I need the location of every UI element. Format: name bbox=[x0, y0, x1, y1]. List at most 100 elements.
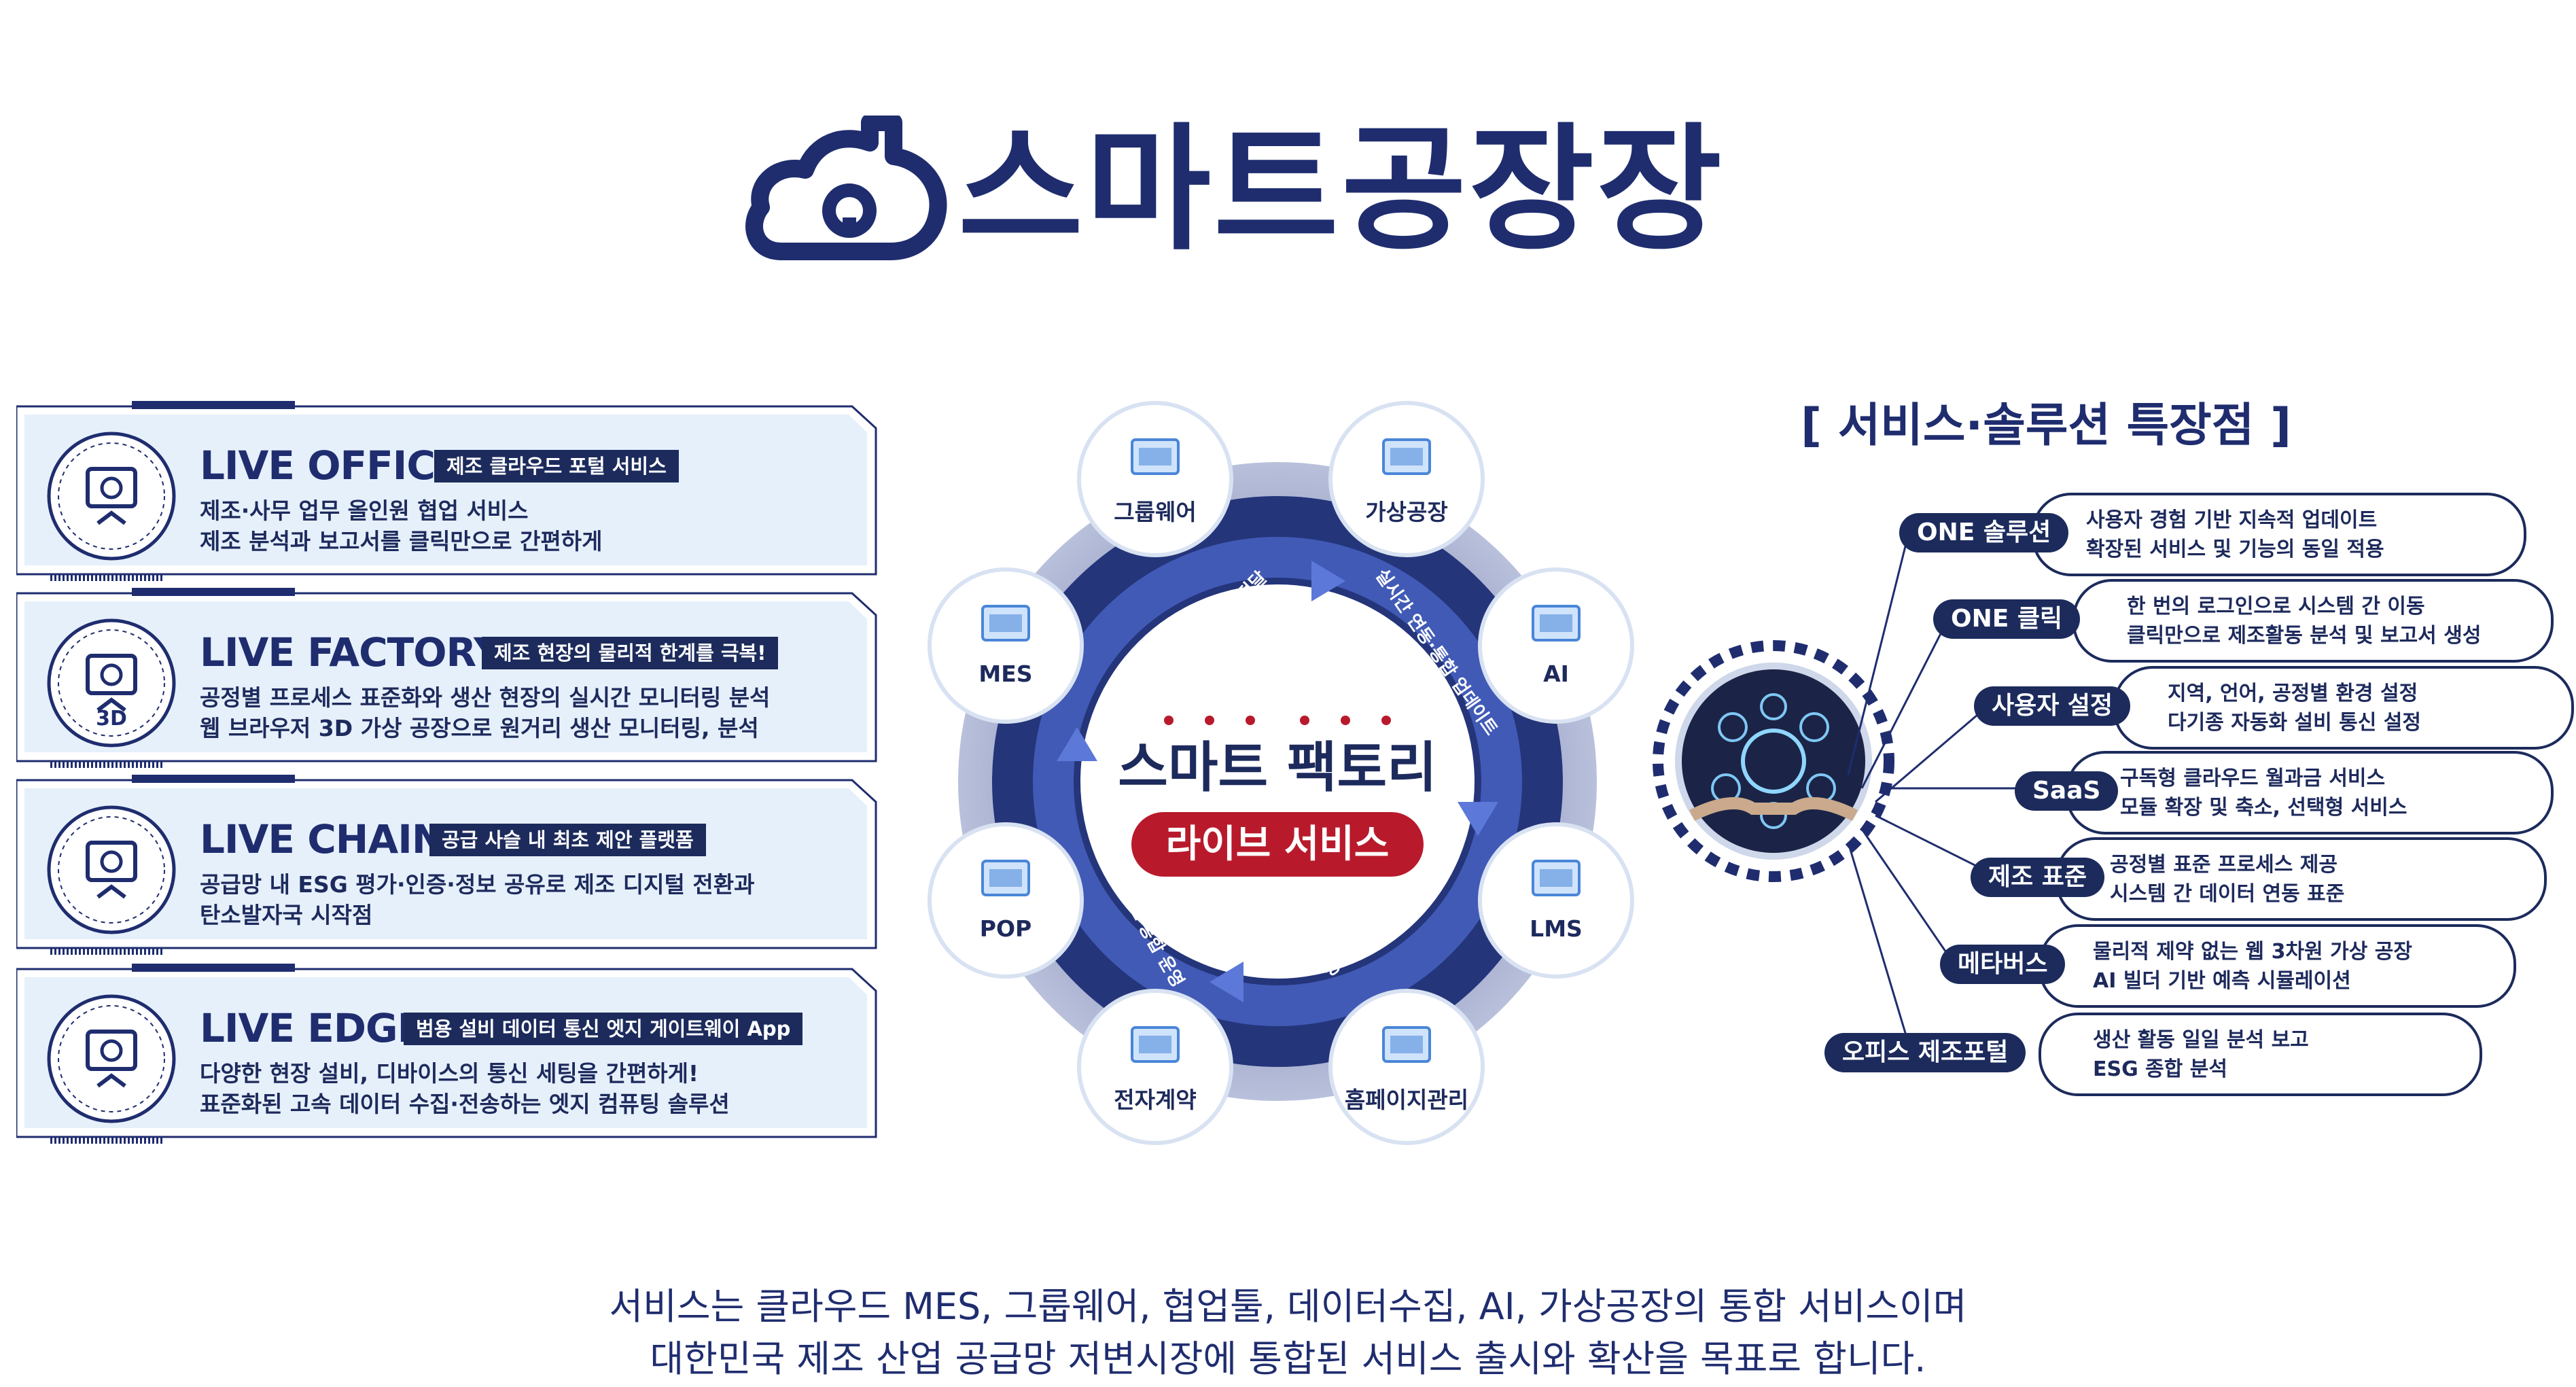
arrow-head bbox=[1057, 727, 1097, 761]
panel-desc-1: 공급망 내 ESG 평가·인증·정보 공유로 제조 디지털 전환과 bbox=[200, 871, 755, 898]
summary-line-2: 대한민국 제조 산업 공급망 저변시장에 통합된 서비스 출시와 확산을 목표로… bbox=[650, 1337, 1926, 1380]
bar-chart-icon bbox=[978, 599, 1033, 647]
ai-head-icon bbox=[1529, 599, 1583, 647]
node-circle bbox=[1478, 567, 1634, 724]
panel-tag: 제조 클라우드 포털 서비스 bbox=[434, 450, 679, 482]
feature-line-1: 사용자 경험 기반 지속적 업데이트 bbox=[2086, 508, 2378, 532]
node-label: AI bbox=[1543, 661, 1569, 687]
satellite-node[interactable]: AI bbox=[1476, 565, 1636, 726]
panel-live-chain[interactable]: LIVE CHAIN 공급 사슬 내 최초 제안 플랫폼 공급망 내 ESG 평… bbox=[16, 775, 879, 955]
feature-pill: SaaS bbox=[2015, 771, 2119, 811]
document-icon bbox=[1128, 1021, 1182, 1068]
node-circle bbox=[1328, 401, 1485, 557]
feature-line-1: 공정별 표준 프로세스 제공 bbox=[2110, 853, 2337, 877]
feature-box bbox=[2055, 837, 2547, 921]
panel-tag: 제조 현장의 물리적 한계를 극복! bbox=[482, 637, 779, 669]
feature-box bbox=[2039, 1013, 2482, 1096]
feature-pill: 메타버스 bbox=[1940, 945, 2066, 984]
node-circle bbox=[1077, 401, 1233, 557]
web-monitor-icon bbox=[1379, 1021, 1434, 1068]
node-label: 전자계약 bbox=[1114, 1087, 1197, 1113]
panel-desc-1: 제조·사무 업무 올인원 협업 서비스 bbox=[200, 497, 529, 524]
feature-line-2: AI 빌더 기반 예측 시뮬레이션 bbox=[2093, 969, 2351, 993]
node-label: 가상공장 bbox=[1365, 499, 1448, 525]
feature-pill: ONE 클릭 bbox=[1933, 599, 2081, 639]
satellite-node[interactable]: 전자계약 bbox=[1075, 987, 1235, 1147]
arrow-head bbox=[1311, 561, 1345, 601]
org-network-icon bbox=[43, 802, 179, 938]
satellite-node[interactable]: POP bbox=[925, 820, 1086, 981]
feature-line-1: 생산 활동 일일 분석 보고 bbox=[2093, 1028, 2309, 1052]
panel-live-factory[interactable]: 3D LIVE FACTORY 제조 현장의 물리적 한계를 극복! 공정별 프… bbox=[16, 588, 879, 768]
feature-line-1: 지역, 언어, 공정별 환경 설정 bbox=[2168, 682, 2418, 705]
feature-box bbox=[2113, 666, 2574, 750]
panel-frame bbox=[16, 964, 877, 1144]
features-title: [ 서비스·솔루션 특장점 ] bbox=[1801, 399, 2292, 453]
hand-tech-image bbox=[1651, 639, 1896, 883]
node-label: LMS bbox=[1530, 915, 1583, 942]
feature-line-2: 다기종 자동화 설비 통신 설정 bbox=[2168, 711, 2421, 735]
feature-pill: 사용자 설정 bbox=[1974, 686, 2131, 726]
cloud-gear-3d-icon: 3D bbox=[43, 615, 179, 751]
feature-line-2: 확장된 서비스 및 기능의 동일 적용 bbox=[2086, 538, 2384, 561]
panel-live-edge[interactable]: LIVE EDGE 범용 설비 데이터 통신 엣지 게이트웨이 App 다양한 … bbox=[16, 964, 879, 1144]
panel-title: LIVE CHAIN bbox=[200, 816, 444, 862]
feature-box bbox=[2039, 924, 2516, 1008]
panel-title: LIVE FACTORY bbox=[200, 629, 502, 675]
panel-live-office[interactable]: LIVE OFFICE 제조 클라우드 포털 서비스 제조·사무 업무 올인원 … bbox=[16, 401, 879, 581]
feature-line-2: 시스템 간 데이터 연동 표준 bbox=[2110, 882, 2345, 906]
panel-desc-2: 웹 브라우저 3D 가상 공장으로 원거리 생산 모니터링, 분석 bbox=[200, 715, 759, 741]
chart-window-icon bbox=[1529, 854, 1583, 902]
feature-line-2: ESG 종합 분석 bbox=[2093, 1057, 2228, 1081]
panel-tag: 범용 설비 데이터 통신 엣지 게이트웨이 App bbox=[404, 1013, 803, 1045]
panel-desc-2: 탄소발자국 시작점 bbox=[200, 902, 373, 928]
satellite-node[interactable]: LMS bbox=[1476, 820, 1636, 981]
node-label: POP bbox=[979, 915, 1032, 942]
panel-desc-2: 표준화된 고속 데이터 수집·전송하는 엣지 컴퓨팅 솔루션 bbox=[200, 1091, 730, 1117]
feature-line-1: 구독형 클라우드 월과금 서비스 bbox=[2120, 767, 2386, 790]
panel-desc-2: 제조 분석과 보고서를 클릭만으로 간편하게 bbox=[200, 528, 603, 555]
feature-line-2: 모듈 확장 및 축소, 선택형 서비스 bbox=[2120, 796, 2407, 820]
node-label: 홈페이지관리 bbox=[1344, 1087, 1469, 1113]
satellite-node[interactable]: MES bbox=[925, 565, 1086, 726]
terminal-device-icon bbox=[978, 854, 1033, 902]
arrow-head bbox=[1210, 962, 1243, 1002]
cloud-logo-icon bbox=[745, 116, 947, 260]
feature-pill: ONE 솔루션 bbox=[1899, 513, 2069, 552]
satellite-node[interactable]: 그룹웨어 bbox=[1075, 399, 1235, 559]
feature-line-1: 물리적 제약 없는 웹 3차원 가상 공장 bbox=[2093, 940, 2412, 964]
brand-logo: 스마트공장장 bbox=[741, 109, 1760, 272]
folder-icon bbox=[1128, 433, 1182, 480]
summary-line-1: 서비스는 클라우드 MES, 그룹웨어, 협업툴, 데이터수집, AI, 가상공… bbox=[609, 1285, 1967, 1328]
node-circle bbox=[1328, 989, 1485, 1145]
node-circle bbox=[928, 567, 1084, 724]
satellite-node[interactable]: 홈페이지관리 bbox=[1326, 987, 1487, 1147]
node-circle bbox=[928, 822, 1084, 979]
node-label: 그룹웨어 bbox=[1114, 499, 1197, 525]
feature-line-2: 클릭만으로 제조활동 분석 및 보고서 생성 bbox=[2127, 624, 2482, 648]
center-title: 스마트 팩토리 bbox=[1118, 736, 1437, 799]
node-circle bbox=[1077, 989, 1233, 1145]
panel-title: LIVE OFFICE bbox=[200, 442, 462, 489]
node-circle bbox=[1478, 822, 1634, 979]
feature-box bbox=[2066, 751, 2554, 835]
monitor-camera-icon bbox=[1379, 433, 1434, 480]
feature-line-1: 한 번의 로그인으로 시스템 간 이동 bbox=[2127, 595, 2425, 618]
panel-title: LIVE EDGE bbox=[200, 1005, 424, 1051]
node-label: MES bbox=[978, 661, 1033, 687]
center-subtitle-badge: 라이브 서비스 bbox=[1131, 812, 1424, 877]
logo-text: 스마트공장장 bbox=[958, 111, 1725, 269]
touch-screen-icon bbox=[43, 428, 179, 564]
feature-box bbox=[2072, 579, 2554, 663]
panel-desc-1: 다양한 현장 설비, 디바이스의 통신 세팅을 간편하게! bbox=[200, 1060, 699, 1087]
panel-desc-1: 공정별 프로세스 표준화와 생산 현장의 실시간 모니터링 분석 bbox=[200, 684, 771, 711]
arrow-head bbox=[1458, 802, 1498, 836]
feature-pill: 제조 표준 bbox=[1971, 858, 2105, 897]
smart-factory-diagram: 실시간 데이터 분석·전달 실시간 연동·통합 업데이트 정보 통합 관리 클라… bbox=[904, 381, 1651, 1182]
icon-label: 3D bbox=[96, 707, 127, 731]
feature-pill: 오피스 제조포털 bbox=[1824, 1033, 2026, 1072]
satellite-node[interactable]: 가상공장 bbox=[1326, 399, 1487, 559]
panel-tag: 공급 사슬 내 최초 제안 플랫폼 bbox=[429, 824, 706, 856]
server-laptop-icon bbox=[43, 991, 179, 1127]
ring-graphic bbox=[958, 462, 1597, 1101]
